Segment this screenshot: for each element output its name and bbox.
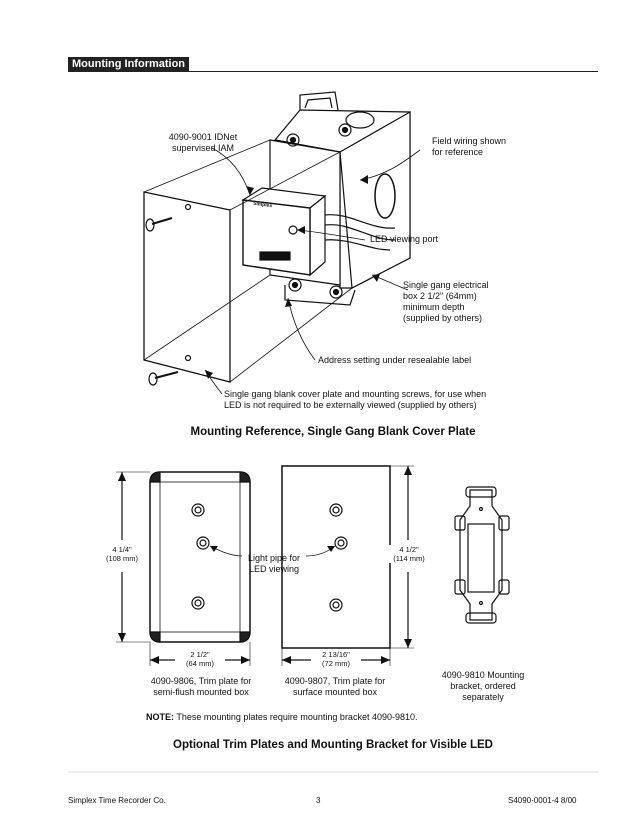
note-text: These mounting plates require mounting b… bbox=[174, 712, 418, 722]
iam-label: 4090-9001 IDNet supervised IAM bbox=[168, 132, 238, 153]
document-number: S4090-0001-4 8/00 bbox=[508, 796, 577, 805]
section-title: Mounting Information bbox=[68, 57, 190, 71]
electrical-box-label: Single gang electrical box 2 1/2" (64mm)… bbox=[403, 280, 489, 323]
trim-semi-label: 4090-9806, Trim plate for semi-flush mou… bbox=[150, 676, 252, 697]
dim-right-height: 4 1/2" (114 mm) bbox=[387, 545, 431, 563]
note: NOTE: These mounting plates require moun… bbox=[146, 712, 546, 723]
dim-left-height: 4 1/4" (108 mm) bbox=[100, 545, 144, 563]
caption-top: Mounting Reference, Single Gang Blank Co… bbox=[190, 426, 476, 438]
page-number: 3 bbox=[316, 796, 321, 805]
caption-bottom: Optional Trim Plates and Mounting Bracke… bbox=[173, 739, 493, 751]
bracket-label: 4090-9810 Mounting bracket, ordered sepa… bbox=[441, 670, 525, 702]
address-setting-label: Address setting under resealable label bbox=[318, 355, 472, 365]
dim-right-width: 2 13/16" (72 mm) bbox=[311, 650, 361, 668]
trim-surface-label: 4090-9807, Trim plate for surface mounte… bbox=[284, 676, 386, 697]
field-wiring-label: Field wiring shown for reference bbox=[432, 136, 507, 157]
blank-plate-label: Single gang blank cover plate and mounti… bbox=[224, 389, 487, 410]
light-pipe-label: Light pipe for LED viewing bbox=[247, 553, 301, 574]
dim-left-width: 2 1/2" (64 mm) bbox=[175, 650, 225, 668]
section-rule bbox=[68, 57, 598, 72]
led-port-label: LED viewing port bbox=[370, 234, 439, 244]
footer-company: Simplex Time Recorder Co. bbox=[68, 796, 166, 805]
note-bold: NOTE: bbox=[146, 712, 174, 722]
